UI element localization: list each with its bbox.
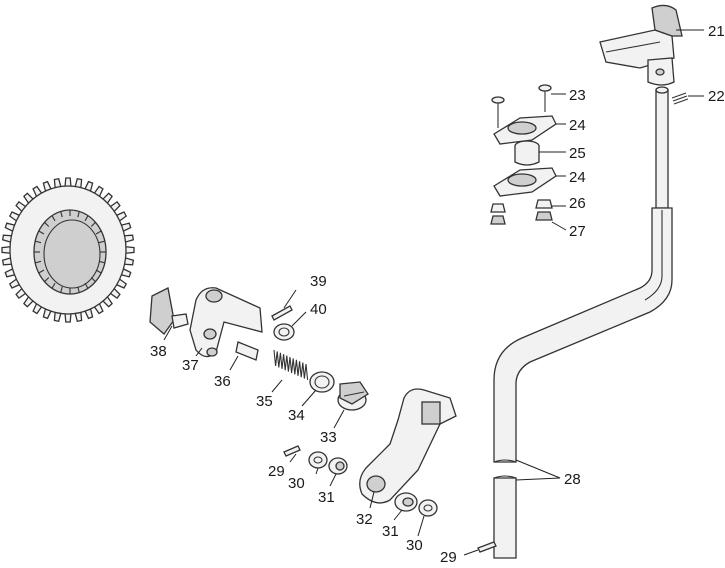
callout-35: 35 bbox=[256, 393, 273, 410]
part-40-washer bbox=[273, 323, 295, 341]
callout-27: 27 bbox=[569, 223, 586, 240]
gear-spline bbox=[35, 260, 42, 264]
callout-25: 25 bbox=[569, 145, 586, 162]
part-31-bushing-lower bbox=[394, 492, 418, 512]
callout-38: 38 bbox=[150, 343, 167, 360]
gear-spline bbox=[90, 277, 96, 283]
gear-spline bbox=[38, 230, 45, 235]
part-31-bushing-upper bbox=[328, 457, 348, 475]
callout-36: 36 bbox=[214, 373, 231, 390]
part-24-mount-plate-bottom bbox=[493, 167, 557, 197]
part-35-spring bbox=[273, 349, 309, 381]
part-32-lever-arm bbox=[359, 388, 457, 504]
gear-spline bbox=[98, 240, 105, 244]
callout-39: 39 bbox=[310, 273, 327, 290]
callout-29-upper: 29 bbox=[268, 463, 285, 480]
callout-30-lower: 30 bbox=[406, 537, 423, 554]
gear-spline bbox=[77, 211, 80, 218]
callout-24-upper: 24 bbox=[569, 117, 586, 134]
part-25-bushing bbox=[514, 140, 540, 166]
part-36-bolt bbox=[235, 341, 259, 361]
part-26-27-nuts bbox=[490, 199, 553, 225]
callout-40: 40 bbox=[310, 301, 327, 318]
callout-21: 21 bbox=[708, 23, 725, 40]
gear-spline bbox=[95, 230, 102, 235]
part-33-plug bbox=[337, 381, 369, 411]
part-23-screws bbox=[491, 84, 552, 128]
callout-29-lower: 29 bbox=[440, 549, 457, 566]
part-30-washer-lower bbox=[418, 499, 438, 517]
callout-33: 33 bbox=[320, 429, 337, 446]
callout-labels: 21 22 23 24 25 24 26 27 28 29 30 31 32 3… bbox=[150, 23, 725, 566]
part-22-pin bbox=[671, 92, 689, 105]
part-37-shift-fork bbox=[189, 287, 263, 358]
callout-28: 28 bbox=[564, 471, 581, 488]
gear-spline bbox=[90, 221, 96, 227]
leader-lines bbox=[163, 29, 704, 556]
callout-31-lower: 31 bbox=[382, 523, 399, 540]
gear-part bbox=[1, 177, 135, 323]
part-29-pin-lower bbox=[477, 541, 497, 553]
gear-spline bbox=[38, 269, 45, 274]
callout-32: 32 bbox=[356, 511, 373, 528]
callout-26: 26 bbox=[569, 195, 586, 212]
gear-spline bbox=[60, 286, 63, 293]
part-38-knob bbox=[149, 287, 189, 335]
callout-24-lower: 24 bbox=[569, 169, 586, 186]
gear-spline bbox=[51, 215, 56, 222]
part-39-pin bbox=[271, 305, 293, 321]
callout-34: 34 bbox=[288, 407, 305, 424]
part-21-handle-knob bbox=[599, 4, 683, 86]
gear-spline bbox=[51, 282, 56, 289]
part-28-lever-rod bbox=[493, 86, 673, 559]
part-34-o-ring bbox=[309, 371, 335, 393]
part-30-washer-upper bbox=[308, 451, 328, 469]
callout-23: 23 bbox=[569, 87, 586, 104]
gear-spline bbox=[84, 282, 89, 289]
callout-37: 37 bbox=[182, 357, 199, 374]
gear-spline bbox=[60, 211, 63, 218]
callout-31-upper: 31 bbox=[318, 489, 335, 506]
part-29-pin-upper bbox=[283, 445, 301, 457]
gear-spline bbox=[44, 277, 50, 283]
gear-spline bbox=[95, 269, 102, 274]
gear-spline bbox=[98, 260, 105, 264]
callout-30-upper: 30 bbox=[288, 475, 305, 492]
gear-spline bbox=[84, 215, 89, 222]
gear-spline bbox=[77, 286, 80, 293]
gear-splines bbox=[34, 210, 106, 294]
gear-spline bbox=[35, 240, 42, 244]
callout-22: 22 bbox=[708, 88, 725, 105]
gear-spline bbox=[44, 221, 50, 227]
part-24-mount-plate-top bbox=[493, 115, 557, 145]
